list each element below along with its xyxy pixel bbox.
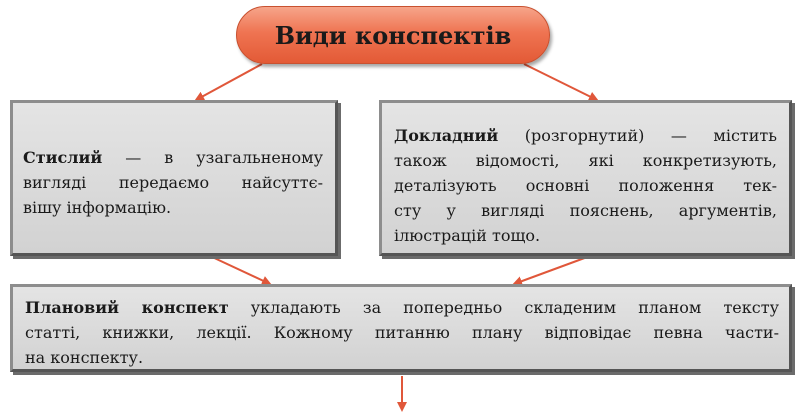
short-summary-line-1: Стислий — в узагальненому: [23, 148, 323, 167]
plan-summary-line-1: Плановий конспект укладають за попереднь…: [25, 298, 779, 317]
detailed-summary-line-5: ілюстрацій тощо.: [394, 226, 541, 245]
plan-summary-box: Плановий конспект укладають за попереднь…: [10, 284, 792, 372]
detailed-summary-term: Докладний: [394, 126, 499, 145]
arrow-title-to-right: [523, 63, 599, 101]
diagram-title: Види конспектів: [274, 20, 512, 50]
arrow-right-to-bottom: [512, 255, 591, 286]
detailed-summary-line-2: також відомості, які конкретизують,: [394, 151, 777, 170]
plan-summary-line-2: статті, книжки, лекції. Кожному питанню …: [25, 323, 779, 342]
title-node: Види конспектів: [236, 6, 550, 64]
detailed-summary-box: Докладний (розгорнутий) — містить також …: [379, 100, 792, 256]
arrow-left-to-bottom: [209, 255, 272, 286]
detailed-summary-line-3: деталізують основні положення тек-: [394, 176, 777, 195]
arrow-title-to-left: [194, 63, 263, 101]
detailed-summary-line-4: сту у вигляді пояснень, аргументів,: [394, 201, 777, 220]
short-summary-line-3: вішу інформацію.: [23, 198, 172, 217]
short-summary-box: Стислий — в узагальненому вигляді переда…: [10, 100, 338, 256]
detailed-summary-line-1: Докладний (розгорнутий) — містить: [394, 126, 777, 145]
plan-summary-line-3: на конспекту.: [25, 348, 144, 367]
short-summary-line-2: вигляді передаємо найсуттє-: [23, 173, 323, 192]
plan-summary-term: Плановий конспект: [25, 298, 229, 317]
short-summary-term: Стислий: [23, 148, 103, 167]
